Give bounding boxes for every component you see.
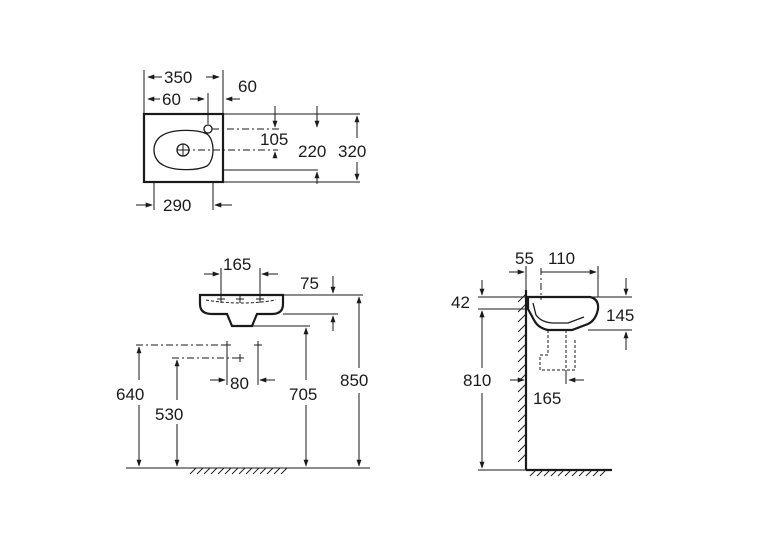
- dim-80: 80: [230, 374, 249, 393]
- side-view-wall-hatch: [517, 293, 527, 463]
- dim-75: 75: [300, 274, 319, 293]
- top-view-bowl: [153, 129, 214, 171]
- front-view-tap-markers: [217, 295, 264, 303]
- dim-55: 55: [515, 249, 534, 268]
- dim-105: 105: [260, 130, 288, 149]
- dim-145: 145: [606, 306, 634, 325]
- side-view-trap: [539, 330, 576, 371]
- front-view-basin: [198, 293, 285, 328]
- top-view-basin-outline: [142, 112, 225, 184]
- side-view: 55 110 42 145 810 165: [451, 249, 634, 477]
- dim-705: 705: [289, 385, 317, 404]
- front-view: 165 75 80 640 530 705: [116, 255, 370, 475]
- dim-530: 530: [155, 405, 183, 424]
- top-view-tap-hole: [203, 124, 213, 134]
- dim-640: 640: [116, 385, 144, 404]
- dim-165-front: 165: [223, 255, 251, 274]
- dim-42: 42: [451, 293, 470, 312]
- side-view-floor-hatch: [529, 469, 607, 477]
- dim-810: 810: [463, 371, 491, 390]
- dim-850: 850: [340, 371, 368, 390]
- top-view: 350 60 60 105 220 320 290: [136, 68, 366, 215]
- dim-290: 290: [163, 196, 191, 215]
- dim-60-left: 60: [162, 90, 181, 109]
- front-view-floor-hatch: [188, 467, 292, 475]
- dim-60-right: 60: [238, 77, 257, 96]
- front-view-waste-markers: [223, 341, 262, 362]
- dim-110: 110: [548, 249, 575, 268]
- dim-165-side: 165: [533, 389, 561, 408]
- dim-220: 220: [298, 142, 326, 161]
- dim-320: 320: [338, 142, 366, 161]
- side-view-basin: [526, 295, 600, 332]
- dim-350: 350: [164, 68, 192, 87]
